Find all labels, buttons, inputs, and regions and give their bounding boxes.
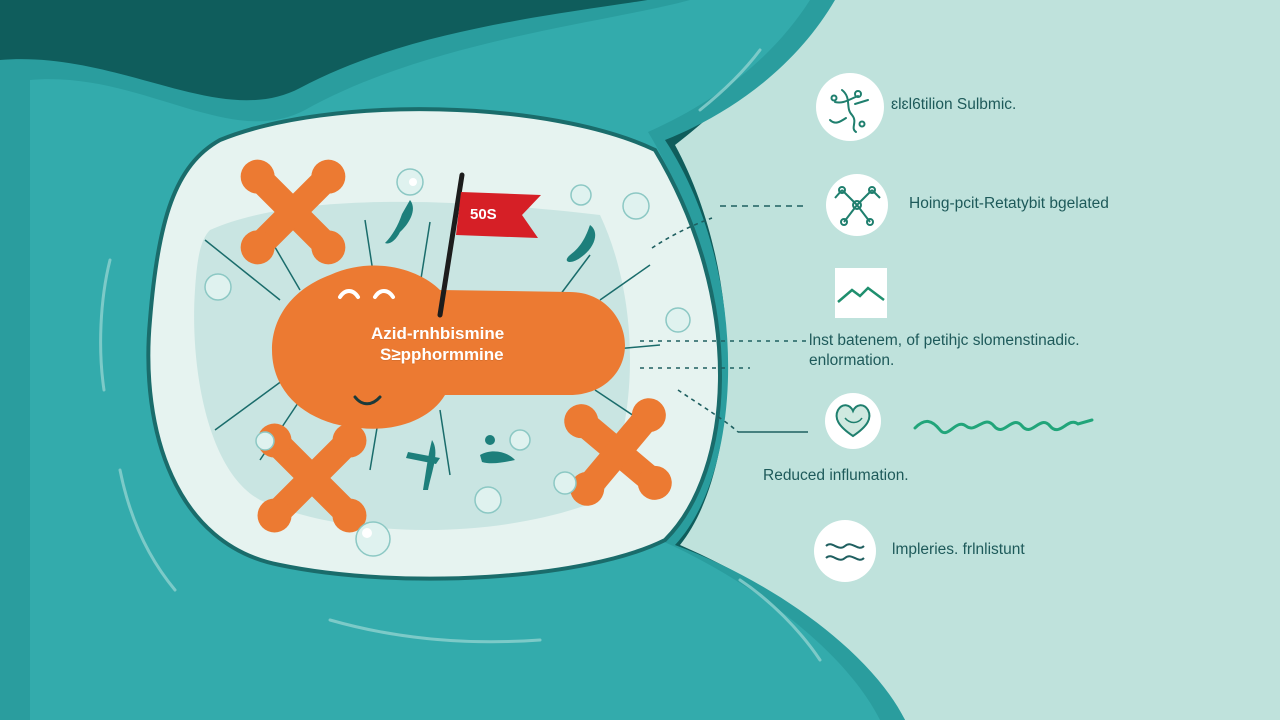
orange-x-molecule xyxy=(564,398,672,506)
label-item3: lnst batenem, of petihjc slomenstinadic.… xyxy=(809,331,1080,371)
label-item1: ɛlɛl6tilion Sulbmic. xyxy=(891,96,1017,113)
heart-icon xyxy=(825,393,881,449)
label-item3-line1: lnst batenem, of petihjc slomenstinadic. xyxy=(809,332,1080,349)
drug-molecule-label: Azid-rnhbismine S≥pphormmine xyxy=(371,323,504,365)
dashed-connectors xyxy=(640,205,808,433)
drug-label-line2: S≥pphormmine xyxy=(380,345,504,364)
bubbles xyxy=(204,168,691,557)
flag-pole xyxy=(437,172,465,318)
mountain-chart-icon xyxy=(835,268,887,318)
label-item4: Reduced influmation. xyxy=(763,467,909,484)
sine-wave xyxy=(913,418,1094,434)
membrane-dashes xyxy=(99,48,822,662)
flag-label: 50S xyxy=(470,206,497,223)
wave-icon xyxy=(814,520,876,582)
molecule-network-icon xyxy=(826,174,888,236)
molecule-smile xyxy=(353,395,382,406)
small-organisms xyxy=(385,200,596,490)
label-item2: Hoing-pcit-Retatybit bgelated xyxy=(909,195,1109,212)
label-item5: lmpleries. frlnlistunt xyxy=(892,541,1025,558)
flag-banner xyxy=(456,192,541,238)
molecule-face xyxy=(338,289,395,299)
orange-x-molecule xyxy=(240,159,346,265)
label-item3-line2: enlormation. xyxy=(809,352,895,369)
drug-molecule-body xyxy=(272,265,625,429)
drug-label-line1: Azid-rnhbismine xyxy=(371,324,505,343)
bacteria-cluster-icon xyxy=(816,73,884,141)
